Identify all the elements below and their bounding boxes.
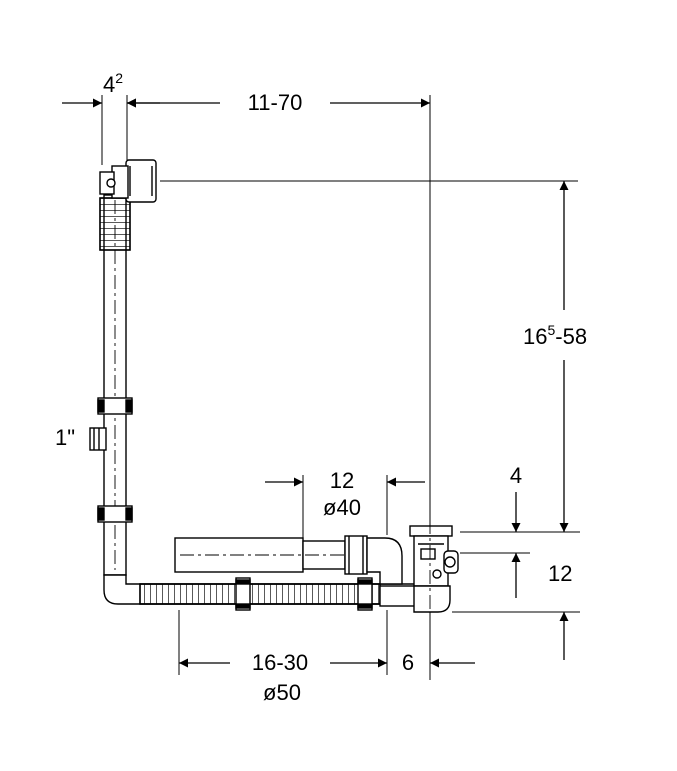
pipe-offset-label: 12 <box>330 468 354 493</box>
drain-offset-label: 6 <box>402 650 414 675</box>
overflow-pipe <box>89 194 133 576</box>
extension-lines <box>101 95 580 680</box>
hose-span-label: 16-30 <box>252 650 308 675</box>
pipe-diameter-label: ø40 <box>323 495 361 520</box>
connection-pipe <box>174 535 403 585</box>
overflow-head <box>99 159 157 203</box>
dimension-lines <box>62 98 569 668</box>
hose-diameter-label: ø50 <box>263 680 301 705</box>
thread-size-label: 1" <box>55 425 75 450</box>
top-offset-label: 42 <box>103 70 123 97</box>
dimension-labels: 42 11-70 165-58 1" 12 ø40 4 12 16-30 ø50… <box>55 70 587 705</box>
drain-height-label: 4 <box>510 463 522 488</box>
drain-body <box>409 520 459 613</box>
vertical-span-label: 165-58 <box>523 322 587 349</box>
horizontal-span-label: 11-70 <box>248 90 303 115</box>
drain-depth-label: 12 <box>548 561 572 586</box>
